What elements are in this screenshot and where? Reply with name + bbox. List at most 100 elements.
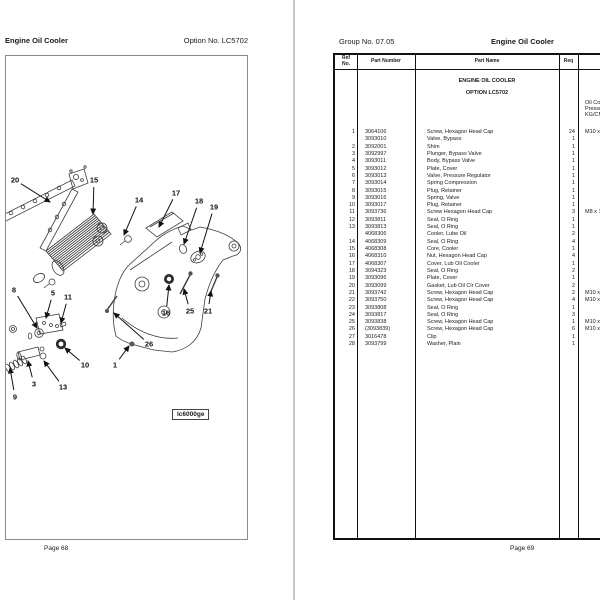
callout-label: 19 <box>210 203 218 212</box>
callout-arrow <box>17 295 38 329</box>
part-cell: 3093811 <box>365 216 387 223</box>
remark-cell <box>585 334 600 341</box>
remark-cell <box>585 217 600 224</box>
name-cell: Screw, Hexagon Head Cap <box>427 326 494 333</box>
ref-cell: 28 <box>348 341 355 348</box>
callout-arrow <box>59 303 67 324</box>
name-cell: Spring, Valve <box>427 194 460 201</box>
remarks-note: Oil CoPressuKG/CM <box>585 100 600 118</box>
part-cell: 3093011 <box>365 158 387 165</box>
name-cell: Screw, Hexagon Head Cap <box>427 319 494 326</box>
ref-cell: 20 <box>348 282 355 289</box>
req-cell: 1 <box>571 172 575 179</box>
header-ref-no: Ref No. <box>341 55 351 67</box>
part-cell: 3093817 <box>365 311 387 318</box>
remark-cell: M10 x <box>585 289 600 296</box>
ref-cell: 13 <box>348 224 355 231</box>
name-cell: Screw, Hexagon Head Cap <box>427 289 494 296</box>
remark-note-line: Oil Co <box>585 100 600 106</box>
ref-cell: 25 <box>348 319 355 326</box>
left-page-title: Engine Oil Cooler <box>5 36 68 45</box>
remark-cell <box>585 239 600 246</box>
part-cell: 3093015 <box>365 187 387 194</box>
callout-arrow <box>198 213 213 254</box>
callout-label: 21 <box>204 307 212 316</box>
part-cell: 3093799 <box>365 341 387 348</box>
req-cell: 1 <box>571 246 575 252</box>
page-separator <box>293 0 295 600</box>
req-cell: 24 <box>568 129 575 135</box>
right-page-number: Page 69 <box>510 545 535 552</box>
remark-cell <box>585 283 600 290</box>
header-req: Req <box>563 58 574 65</box>
part-cell: 3094323 <box>365 267 387 274</box>
ref-cell: 18 <box>348 267 355 274</box>
req-cell: 1 <box>571 319 575 326</box>
remark-cell <box>585 136 600 143</box>
name-cell: Seal, O Ring <box>427 238 459 245</box>
callout-label: 14 <box>135 196 144 205</box>
remark-cell <box>585 341 600 348</box>
remark-cell <box>585 180 600 187</box>
callout-arrow <box>43 360 60 382</box>
name-cell: Seal, O Ring <box>427 304 459 311</box>
spring-drawing <box>6 355 28 372</box>
remark-cell <box>585 202 600 209</box>
name-cell: Gasket, Lub Oil Clr Cover <box>427 282 490 289</box>
name-cell: Shim <box>427 143 440 150</box>
ref-cell: 21 <box>348 289 355 296</box>
remark-cell <box>585 173 600 180</box>
ref-cell <box>335 231 355 238</box>
callout-label: 17 <box>172 189 180 198</box>
ref-cell: 11 <box>349 209 355 216</box>
name-cell: Cover, Lub Oil Cooler <box>427 260 480 267</box>
parts-table: Ref No. Part Number Part Name Req ENGINE… <box>333 53 600 540</box>
part-cell: 4068308 <box>365 246 387 252</box>
gasket-drawing <box>6 166 88 251</box>
req-cell: 4 <box>571 238 575 245</box>
part-cell: 4068309 <box>365 238 387 245</box>
name-cell: Plunger, Bypass Valve <box>427 150 482 157</box>
table-section-subtitle: OPTION LC5702 <box>465 90 509 96</box>
flange-drawing <box>189 249 207 265</box>
remark-cell: M10 x <box>585 129 600 135</box>
right-page-group-number: Group No. 07.05 <box>339 37 395 46</box>
req-cell: 6 <box>571 326 575 333</box>
name-cell: Valve, Pressure Regulator <box>427 172 491 179</box>
ref-cell: 23 <box>348 304 355 311</box>
ref-cell: 8 <box>351 187 355 194</box>
req-cell: 1 <box>571 224 575 231</box>
name-cell: Clip <box>427 333 437 340</box>
name-cell: Screw, Hexagon Head Cap <box>427 297 494 304</box>
callout-arrow <box>64 347 80 361</box>
callout-label: 26 <box>145 340 153 349</box>
name-cell: Plug, Retainer <box>427 187 462 194</box>
part-cell: 3093012 <box>365 165 387 172</box>
ref-cell: 26 <box>348 326 355 333</box>
part-cell: 3093014 <box>365 180 387 187</box>
part-cell: 3093013 <box>365 172 387 179</box>
part-cell: 3093017 <box>365 202 387 209</box>
right-page-title: Engine Oil Cooler <box>491 37 554 46</box>
req-cell: 1 <box>571 216 575 223</box>
callout-label: 16 <box>162 309 170 318</box>
remark-cell <box>585 268 600 275</box>
callout-arrow <box>118 345 130 360</box>
req-cell: 1 <box>571 194 575 201</box>
name-cell: Spring Compression <box>427 180 477 187</box>
req-cell: 2 <box>571 289 575 296</box>
table-column-line <box>578 55 579 538</box>
callout-label: 18 <box>195 197 203 206</box>
remark-cell <box>585 253 600 260</box>
callout-label: 1 <box>113 361 117 370</box>
name-cell: Cooler, Lube Oil <box>427 231 467 238</box>
